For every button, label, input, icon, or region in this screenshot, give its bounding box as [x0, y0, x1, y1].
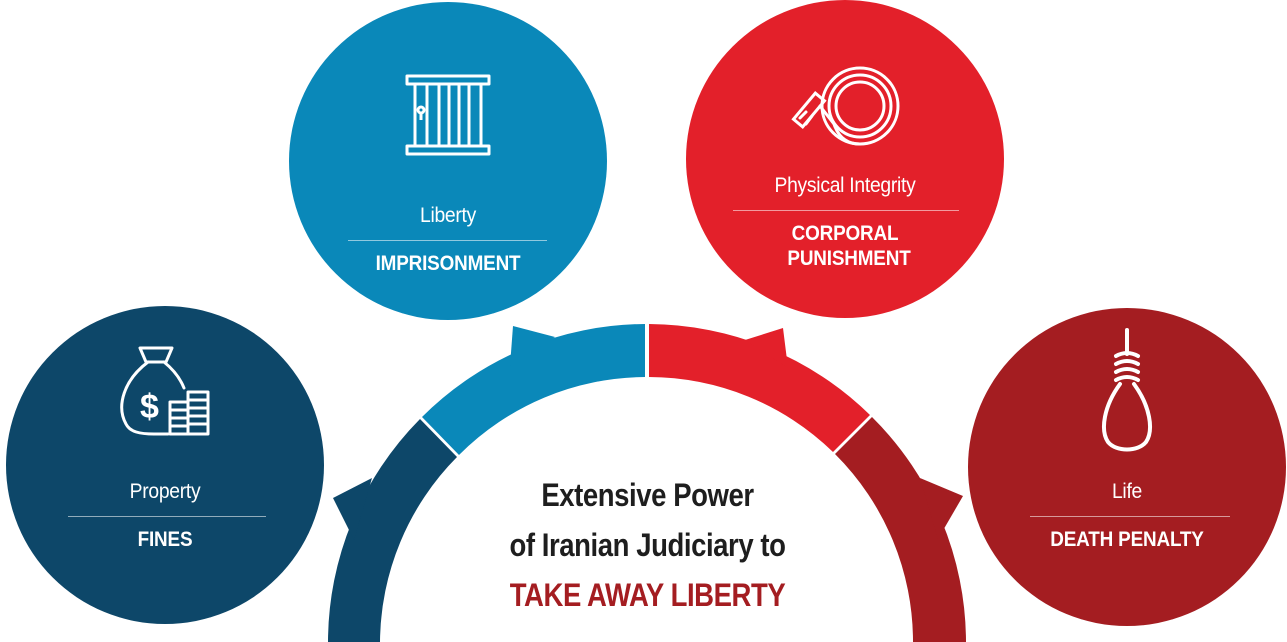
arc-segment-physical	[649, 324, 870, 452]
svg-text:$: $	[140, 388, 159, 426]
property-label: Property	[129, 480, 201, 503]
prison-cell-icon	[403, 72, 493, 158]
physical-integrity-label: Physical Integrity	[774, 174, 916, 197]
life-label: Life	[1111, 480, 1143, 503]
arc-segment-life	[835, 417, 966, 642]
physical-integrity-divider	[733, 210, 959, 211]
center-title-line-2: of Iranian Judiciary to	[509, 527, 786, 563]
whip-icon	[780, 58, 910, 158]
arc-segment-liberty	[422, 324, 645, 455]
life-penalty: DEATH PENALTY	[1050, 528, 1204, 551]
center-title-line-1: Extensive Power	[541, 477, 754, 513]
liberty-penalty: IMPRISONMENT	[375, 252, 521, 275]
noose-icon	[1092, 326, 1162, 456]
center-title: Extensive Power of Iranian Judiciary to …	[440, 470, 855, 620]
liberty-circle: Liberty IMPRISONMENT	[289, 2, 607, 320]
physical-integrity-circle: Physical Integrity CORPORAL PUNISHMENT	[686, 0, 1004, 318]
arc-pointer-physical	[745, 328, 788, 368]
life-circle: Life DEATH PENALTY	[968, 308, 1286, 626]
physical-integrity-penalty: CORPORAL PUNISHMENT	[787, 222, 911, 270]
property-circle: $ Property FINES	[6, 306, 324, 624]
arc-pointer-life	[920, 478, 963, 539]
arc-segment-property	[328, 419, 457, 642]
liberty-label: Liberty	[419, 204, 477, 227]
property-divider	[68, 516, 266, 517]
center-title-line-3: TAKE AWAY LIBERTY	[509, 577, 786, 613]
money-bag-icon: $	[110, 336, 220, 446]
property-penalty: FINES	[137, 528, 193, 551]
arc-pointer-property	[333, 478, 372, 540]
liberty-divider	[348, 240, 547, 241]
life-divider	[1030, 516, 1230, 517]
arc-pointer-liberty	[510, 326, 555, 366]
